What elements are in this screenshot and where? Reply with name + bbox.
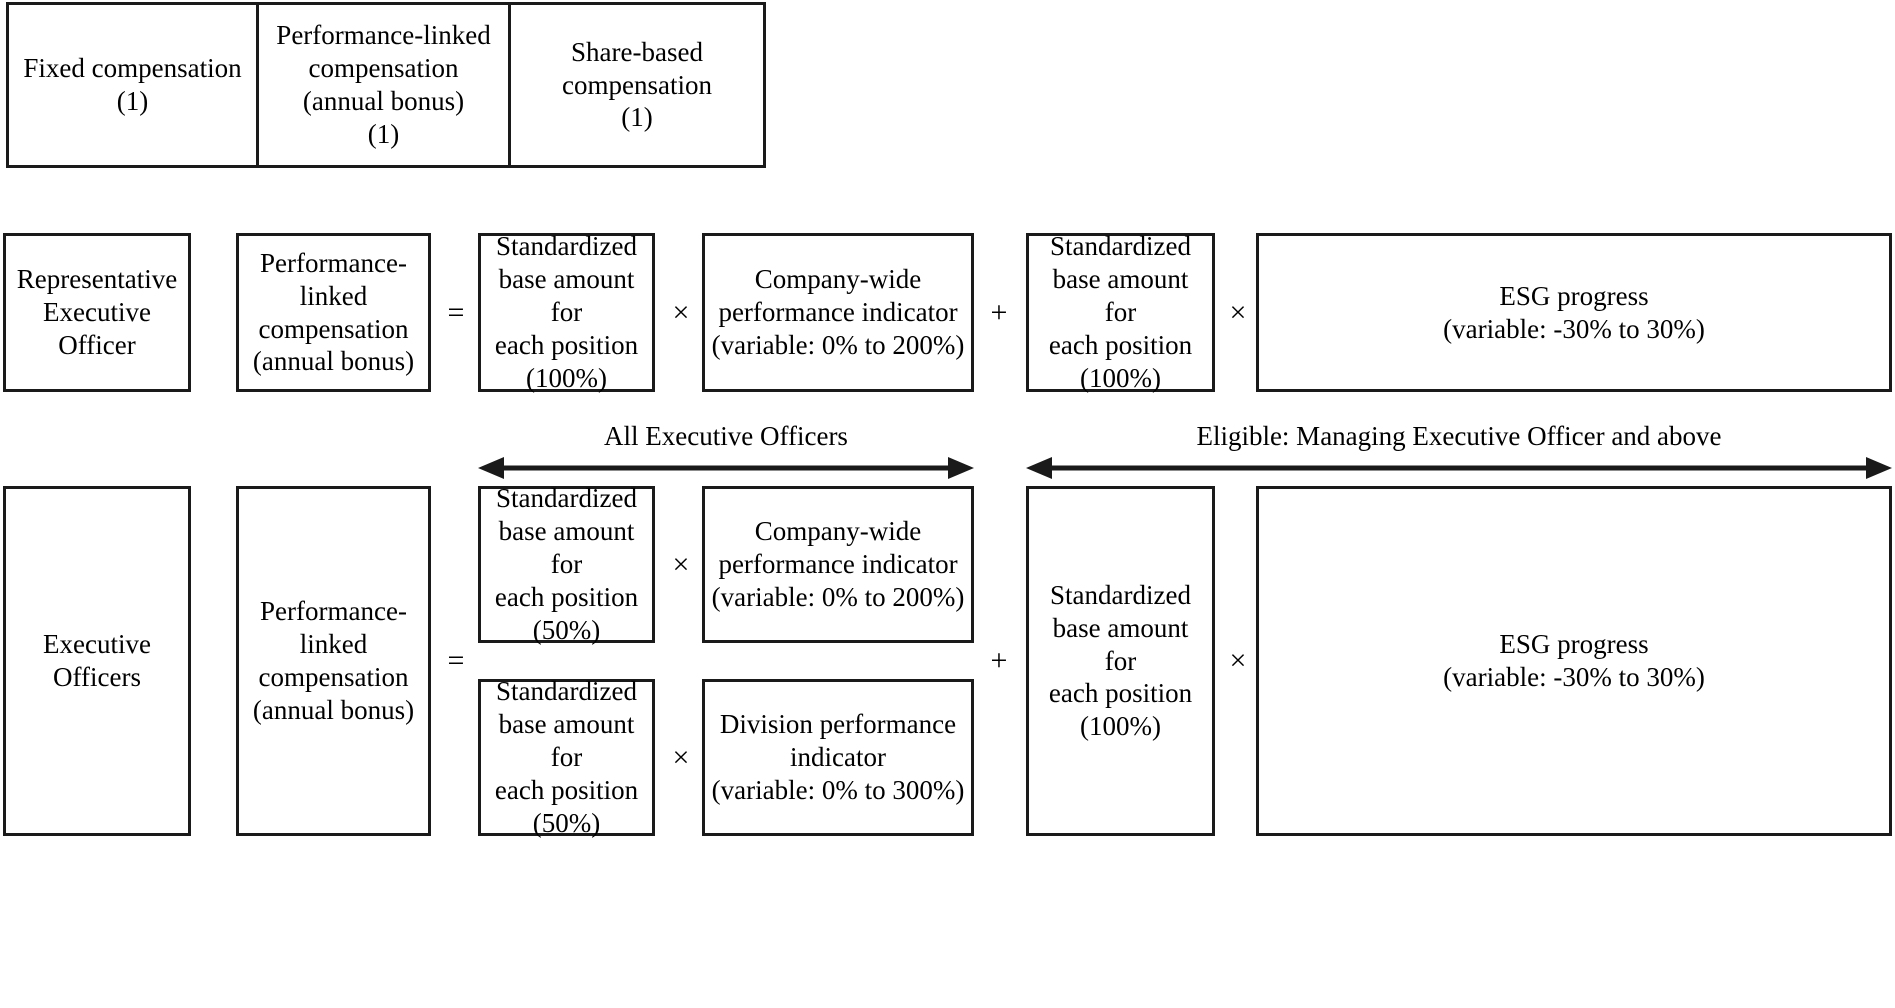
base2-line-2: base amount for — [1052, 264, 1189, 328]
indicator-line-3: (variable: 0% to 200%) — [711, 329, 965, 360]
eo-esg-line-2: (variable: -30% to 30%) — [1443, 662, 1705, 692]
eo-base2-line-3: each position — [494, 774, 639, 805]
role-line-2: Executive — [43, 297, 151, 328]
representative-plus-operator: + — [990, 296, 1008, 329]
base-line-3: each position — [494, 329, 639, 360]
eo-component-line-1: Performance- — [260, 596, 407, 627]
representative-base-amount-box-1: Standardized base amount for each positi… — [478, 231, 655, 393]
base2-line-1: Standardized — [1050, 231, 1191, 262]
executive-officers-base-amount-box-2: Standardized base amount for each positi… — [478, 676, 655, 838]
eo-base1-line-4: (50%) — [532, 614, 601, 645]
esg-line-2: (variable: -30% to 30%) — [1443, 313, 1705, 344]
eo-esg-line-1: ESG progress — [1499, 629, 1649, 660]
component-line-4: (annual bonus) — [252, 346, 415, 377]
base2-line-3: each position — [1048, 329, 1193, 360]
executive-officers-times-operator-2: × — [672, 741, 690, 774]
scope-arrow-label-1: All Executive Officers — [604, 421, 848, 451]
base2-line-4: (100%) — [1080, 362, 1161, 393]
eo-base3-line-1: Standardized — [1050, 579, 1191, 610]
double-headed-arrow-icon — [1026, 457, 1892, 479]
eo-base3-line-4: (100%) — [1080, 711, 1161, 742]
eo-base2-line-4: (50%) — [532, 807, 601, 838]
component-line-2: linked — [299, 280, 368, 311]
scope-arrow-label-2: Eligible: Managing Executive Officer and… — [1196, 421, 1722, 451]
eo-base1-line-3: each position — [494, 581, 639, 612]
executive-officers-component-box: Performance- linked compensation (annual… — [236, 486, 431, 836]
double-headed-arrow-icon — [478, 457, 974, 479]
component-line-1: Performance- — [260, 247, 407, 278]
representative-executive-officer-role-box: Representative Executive Officer — [3, 233, 191, 392]
indicator-line-1: Company-wide — [754, 264, 922, 295]
executive-officers-plus-operator: + — [990, 644, 1008, 677]
eo-component-line-2: linked — [299, 629, 368, 660]
eo-ind2-line-1: Division performance — [719, 709, 957, 740]
eo-base2-line-1: Standardized — [496, 676, 637, 707]
share-based-compensation-box: Share-based compensation (1) — [508, 2, 766, 168]
representative-component-box: Performance- linked compensation (annual… — [236, 233, 431, 392]
eo-component-line-3: compensation — [258, 662, 409, 692]
base-line-2: base amount for — [498, 264, 635, 328]
fixed-compensation-box: Fixed compensation (1) — [6, 2, 259, 168]
esg-line-1: ESG progress — [1499, 280, 1649, 311]
executive-officers-company-wide-indicator-box: Company-wide performance indicator (vari… — [702, 486, 974, 643]
share-based-compensation-line-1: Share-based — [571, 36, 703, 67]
fixed-compensation-line-1: Fixed compensation — [23, 53, 242, 84]
indicator-line-2: performance indicator — [718, 297, 958, 328]
representative-company-wide-indicator-box: Company-wide performance indicator (vari… — [702, 233, 974, 392]
representative-equals-operator: = — [447, 296, 465, 329]
performance-linked-compensation-line-4: (1) — [367, 118, 400, 149]
eo-ind1-line-1: Company-wide — [754, 516, 922, 547]
share-based-compensation-line-2: compensation — [562, 69, 712, 100]
component-line-3: compensation — [258, 313, 409, 344]
executive-officers-esg-progress-box: ESG progress (variable: -30% to 30%) — [1256, 486, 1892, 836]
performance-linked-compensation-line-1: Performance-linked — [276, 20, 491, 51]
performance-linked-compensation-line-3: (annual bonus) — [302, 86, 465, 116]
eo-role-line-1: Executive — [43, 629, 151, 660]
eo-base2-line-2: base amount for — [498, 709, 635, 773]
eo-component-line-4: (annual bonus) — [252, 694, 415, 725]
performance-linked-compensation-box: Performance-linked compensation (annual … — [256, 2, 511, 168]
representative-base-amount-box-2: Standardized base amount for each positi… — [1026, 231, 1215, 393]
eo-base1-line-2: base amount for — [498, 516, 635, 580]
scope-arrow-all-executive-officers: All Executive Officers — [478, 420, 974, 480]
scope-arrow-eligible-managing-executive-officer: Eligible: Managing Executive Officer and… — [1026, 420, 1892, 480]
base-line-4: (100%) — [526, 362, 607, 393]
executive-officers-base-amount-box-1: Standardized base amount for each positi… — [478, 483, 655, 645]
executive-officers-division-indicator-box: Division performance indicator (variable… — [702, 679, 974, 836]
share-based-compensation-line-3: (1) — [621, 102, 653, 133]
performance-linked-compensation-line-2: compensation — [308, 53, 459, 84]
eo-ind1-line-3: (variable: 0% to 200%) — [711, 581, 965, 612]
fixed-compensation-line-2: (1) — [116, 86, 149, 116]
representative-esg-progress-box: ESG progress (variable: -30% to 30%) — [1256, 233, 1892, 392]
eo-role-line-2: Officers — [53, 662, 141, 692]
role-line-3: Officer — [58, 329, 136, 360]
executive-officers-base-amount-box-3: Standardized base amount for each positi… — [1026, 486, 1215, 836]
eo-base1-line-1: Standardized — [496, 483, 637, 514]
eo-ind1-line-2: performance indicator — [718, 549, 958, 580]
eo-base3-line-2: base amount for — [1052, 612, 1189, 676]
eo-base3-line-3: each position — [1048, 678, 1193, 709]
representative-times-operator-2: × — [1229, 296, 1247, 329]
executive-officers-times-operator-3: × — [1229, 644, 1247, 677]
executive-officers-role-box: Executive Officers — [3, 486, 191, 836]
eo-ind2-line-2: indicator — [790, 742, 886, 773]
eo-ind2-line-3: (variable: 0% to 300%) — [711, 774, 965, 805]
representative-times-operator-1: × — [672, 296, 690, 329]
role-line-1: Representative — [16, 264, 178, 295]
executive-officers-times-operator-1: × — [672, 548, 690, 581]
base-line-1: Standardized — [496, 231, 637, 262]
executive-officers-equals-operator: = — [447, 644, 465, 677]
